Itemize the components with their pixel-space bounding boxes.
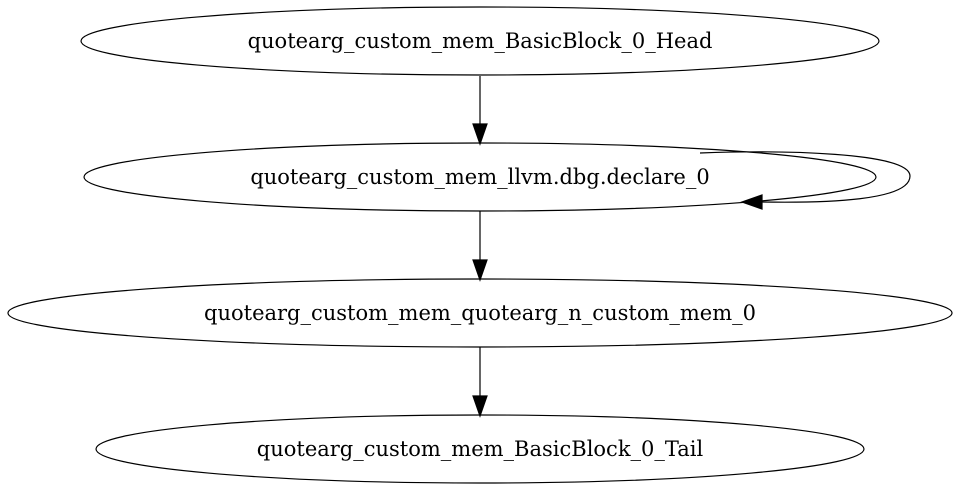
node-dbg-label: quotearg_custom_mem_llvm.dbg.declare_0 xyxy=(250,165,709,189)
edge-dbg-self-loop xyxy=(699,151,911,210)
node-head: quotearg_custom_mem_BasicBlock_0_Head xyxy=(80,6,880,76)
node-head-label: quotearg_custom_mem_BasicBlock_0_Head xyxy=(248,29,713,53)
node-call-ellipse xyxy=(7,278,953,348)
node-dbg-ellipse xyxy=(83,142,877,212)
node-tail-label: quotearg_custom_mem_BasicBlock_0_Tail xyxy=(257,437,704,461)
node-head-ellipse xyxy=(80,6,880,76)
edge-call-to-tail xyxy=(472,347,488,418)
node-call-label: quotearg_custom_mem_quotearg_n_custom_me… xyxy=(204,301,756,325)
node-tail: quotearg_custom_mem_BasicBlock_0_Tail xyxy=(95,414,865,484)
edge-head-to-dbg xyxy=(472,76,488,146)
node-dbg: quotearg_custom_mem_llvm.dbg.declare_0 xyxy=(83,142,877,212)
node-tail-ellipse xyxy=(95,414,865,484)
edge-dbg-to-call xyxy=(472,211,488,282)
node-call: quotearg_custom_mem_quotearg_n_custom_me… xyxy=(7,278,953,348)
